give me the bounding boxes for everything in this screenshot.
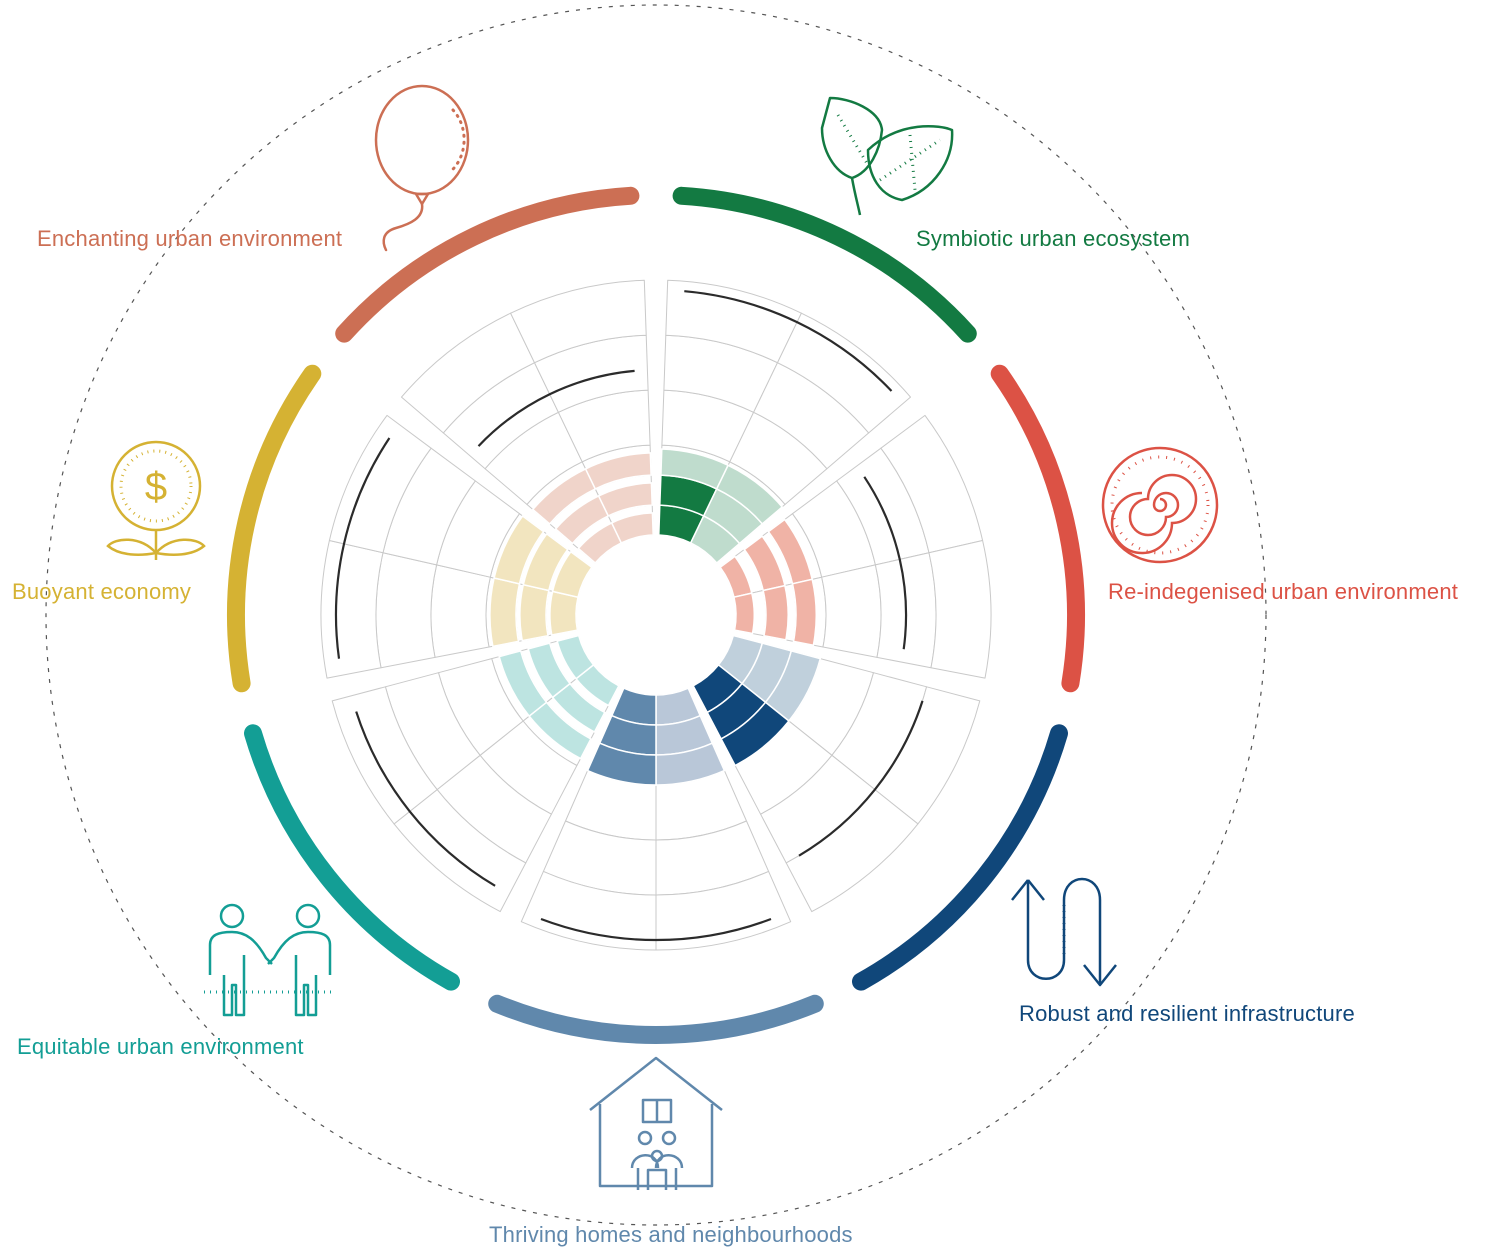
label-buoyant: Buoyant economy [12,579,192,604]
segment-cells [320,279,992,951]
cell-enchanting [510,279,647,364]
cell-buoyant [375,552,438,669]
dark-arc-buoyant [334,437,391,659]
fill-right-reindigenised [733,592,755,635]
outer-arc-enchanting [335,186,640,343]
outer-arc-equitable [244,724,460,991]
fill-right-robust [720,701,790,767]
fill-right-equitable [527,642,572,699]
fill-right-buoyant [551,550,593,599]
cell-thriving [520,870,657,951]
fill-left-buoyant [549,590,579,636]
handshake-icon [204,903,336,1017]
label-equitable: Equitable urban environment [17,1034,304,1059]
outer-arc-thriving [488,994,824,1044]
segment-dark-arcs [334,290,924,942]
dark-arc-enchanting [477,369,635,447]
cell-buoyant [328,414,432,554]
dark-arc-reindigenised [863,476,908,650]
cell-reindigenised [821,564,882,658]
dark-arc-robust [798,700,924,857]
label-enchanting: Enchanting urban environment [37,226,343,251]
house-icon [589,1056,723,1190]
fill-right-enchanting [597,482,653,517]
dark-arc-symbiotic [684,290,893,392]
outer-arc-symbiotic [672,186,977,343]
fill-right-reindigenised [762,584,789,641]
leaves-icon [820,96,954,216]
cell-symbiotic [777,312,911,434]
label-thriving: Thriving homes and neighbourhoods [489,1222,853,1247]
segment-fills [489,448,822,786]
spiral-icon [1101,446,1219,564]
outer-dashed-ring [45,4,1267,1226]
dark-arc-equitable [355,711,496,887]
outer-arc-robust [852,724,1068,991]
svg-text:$: $ [145,465,167,509]
fill-right-buoyant [493,514,545,585]
fill-right-symbiotic [715,464,784,525]
cell-buoyant [320,540,384,679]
fill-right-enchanting [610,512,654,544]
fill-left-buoyant [489,577,521,648]
outer-arc-reindigenised [990,364,1085,693]
fill-right-enchanting [584,452,652,490]
outer-arc-buoyant [227,364,322,693]
label-symbiotic: Symbiotic urban ecosystem [916,226,1190,251]
outer-category-arcs [227,186,1085,1044]
label-robust: Robust and resilient infrastructure [1019,1001,1355,1026]
cell-reindigenised [928,540,992,679]
cell-buoyant [430,564,491,658]
arrows-icon [1011,877,1117,987]
balloon-icon [374,84,470,252]
fill-right-buoyant [522,532,569,592]
fill-right-reindigenised [791,578,817,647]
fill-right-equitable [556,634,595,680]
dark-arc-thriving [540,917,772,942]
fill-right-thriving [586,742,657,786]
money-plant-icon: $ [106,440,206,560]
fill-right-equitable [498,649,548,718]
label-reindigenised: Re-indegenised urban environment [1108,579,1459,604]
fill-left-buoyant [519,583,550,642]
